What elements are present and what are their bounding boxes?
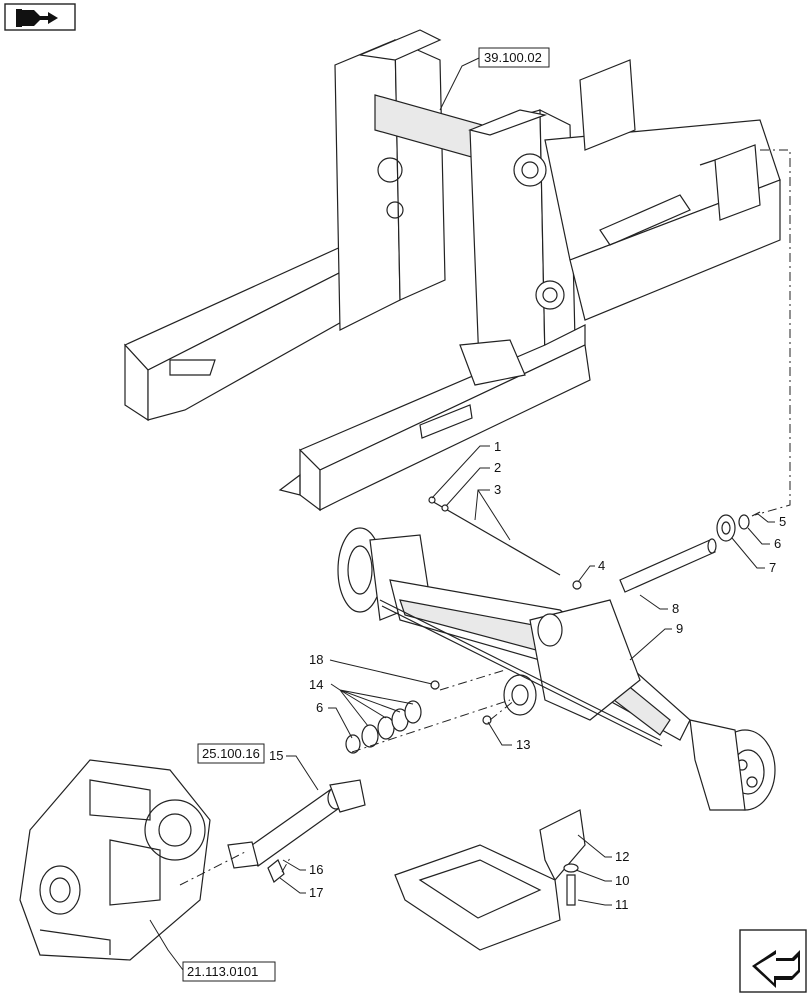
- callout-17: 17: [309, 885, 323, 900]
- callout-9: 9: [676, 621, 683, 636]
- callout-15: 15: [269, 748, 283, 763]
- callout-11: 11: [615, 897, 629, 912]
- book-arrow-icon[interactable]: [4, 3, 76, 31]
- callout-5: 5: [779, 514, 786, 529]
- callout-4: 4: [598, 558, 605, 573]
- alignment-lines: [179, 149, 791, 886]
- callout-13: 13: [516, 737, 530, 752]
- driveshaft: [227, 779, 366, 883]
- ref-box-transmission[interactable]: 21.113.0101: [149, 919, 276, 982]
- callout-6-top: 6: [774, 536, 781, 551]
- ref-driveshaft-label: 25.100.16: [202, 746, 260, 761]
- shim-stack: [345, 700, 422, 754]
- footstep: [394, 809, 586, 951]
- callout-12: 12: [615, 849, 629, 864]
- next-page-arrow-icon[interactable]: [739, 929, 807, 993]
- callout-7: 7: [769, 560, 776, 575]
- ref-frame-label: 39.100.02: [484, 50, 542, 65]
- ref-transmission-label: 21.113.0101: [187, 964, 258, 979]
- chassis-frame: [123, 29, 781, 512]
- callout-10: 10: [615, 873, 629, 888]
- transmission: [19, 759, 211, 961]
- callout-1: 1: [494, 439, 501, 454]
- front-axle: [337, 496, 776, 811]
- callout-8: 8: [672, 601, 679, 616]
- callout-3: 3: [494, 482, 501, 497]
- callouts: 1 2 3 4 5 6 7 8 9 10 11 12 13 14 6 15 16: [269, 439, 786, 912]
- ref-box-frame[interactable]: 39.100.02: [439, 47, 550, 111]
- callout-16: 16: [309, 862, 323, 877]
- callout-6-bottom: 6: [316, 700, 323, 715]
- callout-14: 14: [309, 677, 323, 692]
- callout-18: 18: [309, 652, 323, 667]
- callout-2: 2: [494, 460, 501, 475]
- ref-box-driveshaft[interactable]: 25.100.16: [197, 743, 265, 764]
